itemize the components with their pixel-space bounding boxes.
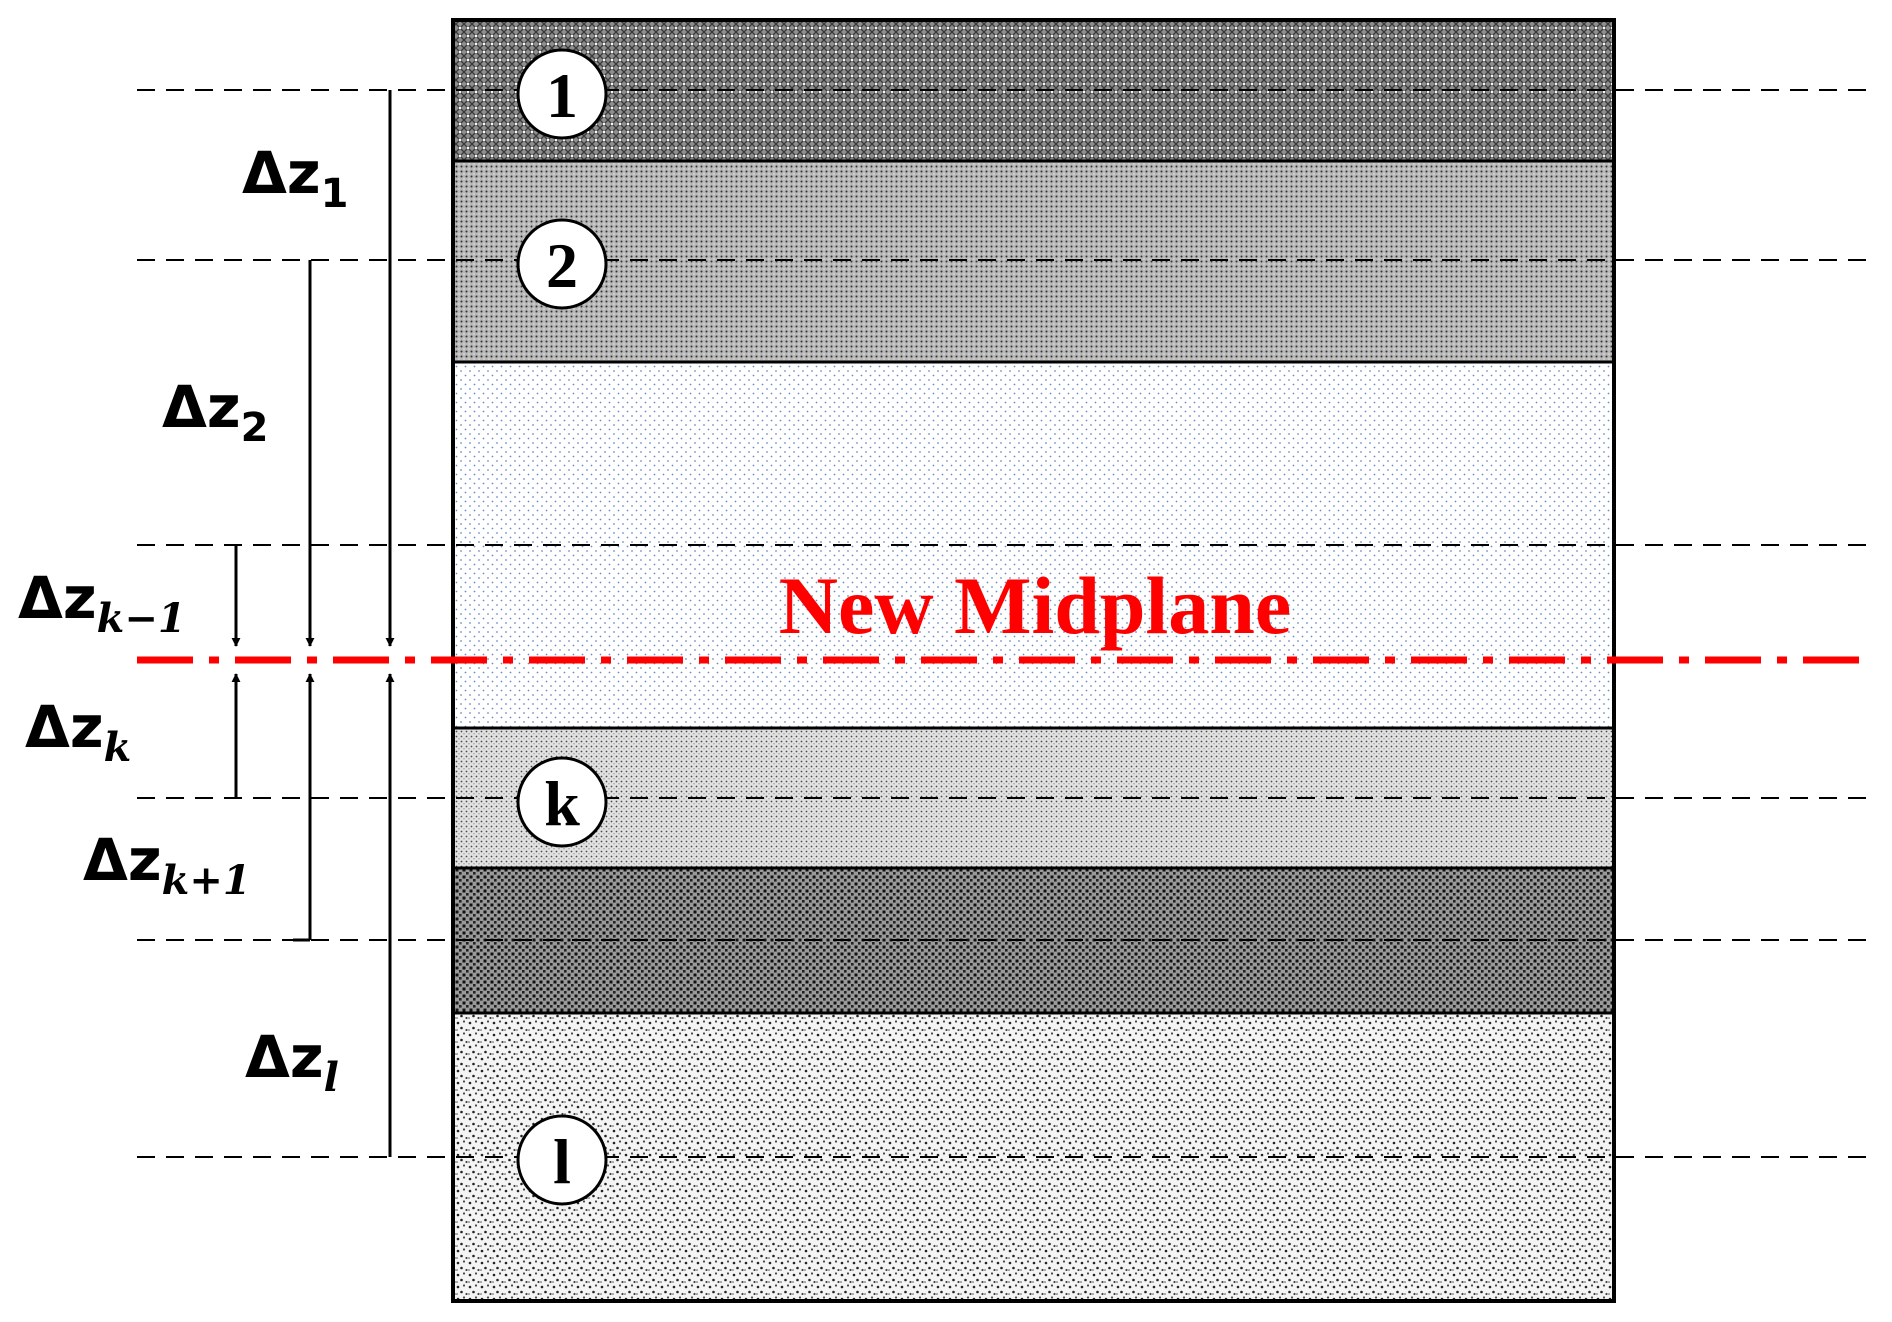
layer-5 xyxy=(453,868,1614,1013)
layer-l xyxy=(453,1013,1614,1301)
label-dzk: Δzk xyxy=(25,693,131,771)
layer-3 xyxy=(453,362,1614,728)
svg-text:k: k xyxy=(544,768,580,839)
layer-boundaries xyxy=(453,159,1614,1015)
svg-text:l: l xyxy=(553,1126,571,1197)
layer-number-k: k xyxy=(516,756,608,848)
layer-2 xyxy=(453,161,1614,362)
layer-number-1: 1 xyxy=(516,48,608,140)
label-dzk+1: Δzk+1 xyxy=(83,826,251,904)
layer-number-l: l xyxy=(516,1114,608,1206)
label-dzk-1: Δzk−1 xyxy=(18,564,186,642)
label-dz2: Δz2 xyxy=(162,373,269,451)
new-midplane-label: New Midplane xyxy=(779,560,1292,651)
label-dzl: Δzl xyxy=(245,1023,339,1101)
dimension-arrows xyxy=(231,90,395,1157)
layer-1 xyxy=(453,20,1614,161)
label-dz1: Δz1 xyxy=(242,139,349,217)
layer-k xyxy=(453,728,1614,868)
layer-number-2: 2 xyxy=(516,218,608,310)
svg-text:1: 1 xyxy=(546,60,578,131)
svg-text:2: 2 xyxy=(546,230,578,301)
